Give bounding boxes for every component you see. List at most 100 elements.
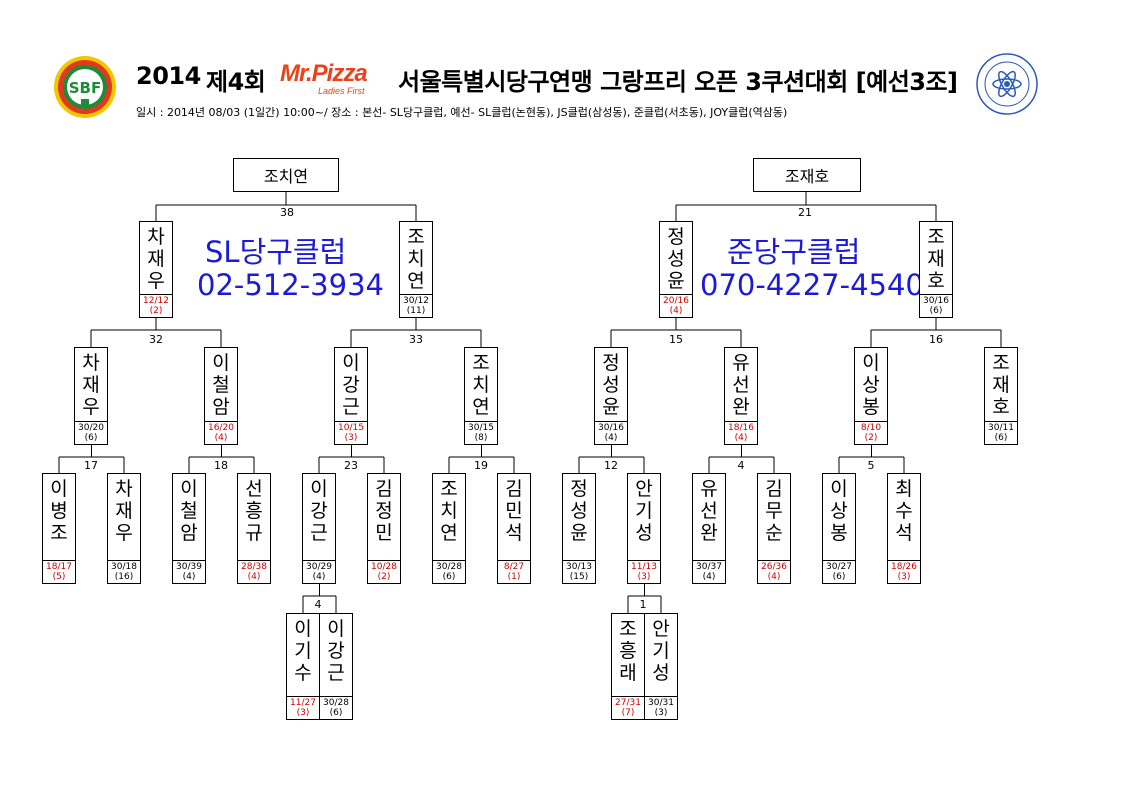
- champion-right-name: 조재호: [784, 167, 830, 186]
- score-rank: (3): [344, 433, 358, 443]
- score-value: 26/36: [761, 562, 787, 572]
- player-score: 8/27(1): [498, 560, 530, 583]
- player-score: 28/38(4): [238, 560, 270, 583]
- player-score: 18/16(4): [725, 421, 757, 444]
- match-score: 1: [639, 598, 647, 611]
- score-value: 30/31: [648, 698, 674, 708]
- score-value: 8/10: [860, 423, 882, 433]
- score-value: 30/39: [176, 562, 202, 572]
- page-title: 서울특별시당구연맹 그랑프리 오픈 3쿠션대회 [예선3조]: [398, 68, 958, 96]
- event-round: 제4회: [206, 68, 266, 96]
- match-score: 16: [929, 333, 943, 346]
- score-value: 30/18: [111, 562, 137, 572]
- score-value: 30/37: [696, 562, 722, 572]
- score-value: 30/12: [403, 296, 429, 306]
- score-rank: (6): [84, 433, 98, 443]
- score-rank: (4): [767, 572, 781, 582]
- score-value: 30/16: [923, 296, 949, 306]
- score-rank: (4): [312, 572, 326, 582]
- match-score: 4: [314, 598, 322, 611]
- player-score: 30/11(6): [985, 421, 1017, 444]
- player-score: 8/10(2): [855, 421, 887, 444]
- score-rank: (3): [897, 572, 911, 582]
- score-value: 20/16: [663, 296, 689, 306]
- player-score: 10/15(3): [335, 421, 367, 444]
- score-value: 11/13: [631, 562, 657, 572]
- player-score: 12/12(2): [140, 294, 172, 317]
- score-rank: (4): [669, 306, 683, 316]
- score-value: 30/28: [323, 698, 349, 708]
- score-rank: (4): [734, 433, 748, 443]
- score-value: 16/20: [208, 423, 234, 433]
- match-score: 19: [474, 459, 488, 472]
- score-value: 18/26: [891, 562, 917, 572]
- match-score: 21: [798, 206, 812, 219]
- match-score: 32: [149, 333, 163, 346]
- club-left-phone: 02-512-3934: [197, 268, 384, 302]
- score-rank: (2): [864, 433, 878, 443]
- champion-right: 조재호: [753, 158, 861, 192]
- player-score: 30/16(4): [595, 421, 627, 444]
- player-score: 30/31(3): [645, 696, 677, 719]
- score-rank: (3): [637, 572, 651, 582]
- champion-left: 조치연: [233, 158, 339, 192]
- score-rank: (4): [247, 572, 261, 582]
- sponsor-brand: Mr.Pizza: [280, 60, 368, 87]
- match-score: 38: [280, 206, 294, 219]
- player-score: 27/31(7): [612, 696, 644, 719]
- score-rank: (4): [604, 433, 618, 443]
- sbf-logo-text: SBF: [69, 79, 101, 97]
- player-score: 11/27(3): [287, 696, 319, 719]
- score-rank: (6): [442, 572, 456, 582]
- score-rank: (2): [377, 572, 391, 582]
- score-rank: (6): [994, 433, 1008, 443]
- player-score: 30/20(6): [75, 421, 107, 444]
- score-rank: (6): [929, 306, 943, 316]
- player-score: 20/16(4): [660, 294, 692, 317]
- player-score: 30/18(16): [108, 560, 140, 583]
- score-rank: (2): [149, 306, 163, 316]
- score-value: 28/38: [241, 562, 267, 572]
- match-score: 18: [214, 459, 228, 472]
- player-score: 11/13(3): [628, 560, 660, 583]
- player-score: 30/37(4): [693, 560, 725, 583]
- player-score: 30/27(6): [823, 560, 855, 583]
- score-rank: (8): [474, 433, 488, 443]
- match-score: 4: [737, 459, 745, 472]
